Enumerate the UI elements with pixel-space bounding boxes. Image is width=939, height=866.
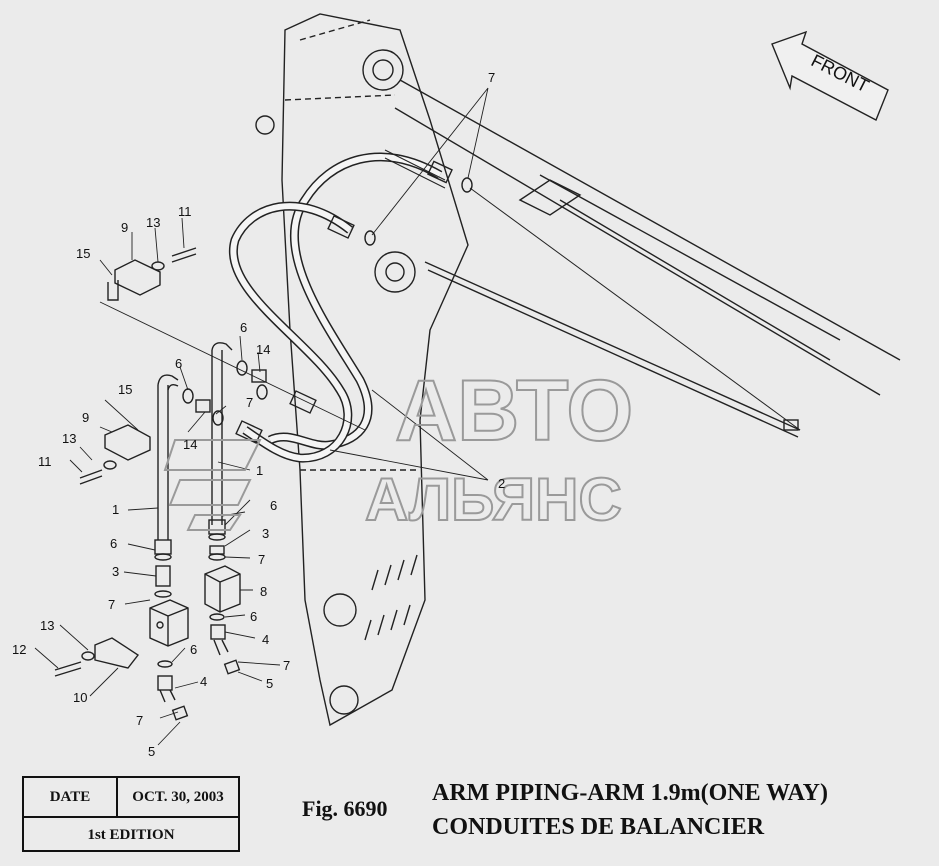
callout-13: 13 (146, 215, 160, 230)
date-value: OCT. 30, 2003 (132, 788, 224, 805)
front-arrow (771, 30, 889, 121)
arm-pivot-low (323, 593, 357, 627)
watermark-line1: АВТО (395, 363, 633, 459)
callout-5: 5 (266, 676, 273, 691)
block-3-left (149, 599, 189, 647)
arm-inner-line (284, 19, 418, 471)
watermark-logo (163, 439, 262, 531)
callout-7: 7 (246, 395, 253, 410)
callout-7: 7 (488, 70, 495, 85)
figure-number: Fig. 6690 (302, 796, 388, 821)
callout-4: 4 (262, 632, 269, 647)
callout-6: 6 (110, 536, 117, 551)
callout-1: 1 (112, 502, 119, 517)
callout-14: 14 (256, 342, 270, 357)
date-edition-box: DATE OCT. 30, 2003 1st EDITION (22, 776, 240, 852)
callout-8: 8 (260, 584, 267, 599)
callout-6: 6 (270, 498, 277, 513)
title-french: CONDUITES DE BALANCIER (432, 814, 765, 840)
arm-body (281, 13, 469, 727)
callout-9: 9 (82, 410, 89, 425)
date-row: DATE OCT. 30, 2003 (24, 778, 238, 818)
callout-7: 7 (283, 658, 290, 673)
callout-13: 13 (40, 618, 54, 633)
callout-15: 15 (76, 246, 90, 261)
arm-pivot-top (362, 49, 404, 91)
callout-6: 6 (250, 609, 257, 624)
callout-11: 11 (178, 204, 192, 219)
callout-6: 6 (190, 642, 197, 657)
callout-9: 9 (121, 220, 128, 235)
callout-1: 1 (256, 463, 263, 478)
callout-2: 2 (498, 476, 505, 491)
callout-3: 3 (112, 564, 119, 579)
clamp-10 (94, 637, 140, 669)
callout-4: 4 (200, 674, 207, 689)
callout-7: 7 (108, 597, 115, 612)
block-8 (204, 565, 241, 613)
clamp-9-top (114, 259, 161, 296)
pipe-left-2 (211, 350, 223, 525)
callout-13: 13 (62, 431, 76, 446)
callout-11: 11 (38, 454, 52, 469)
title-english: ARM PIPING-ARM 1.9m(ONE WAY) (432, 780, 828, 806)
callout-14: 14 (183, 437, 197, 452)
arm-pivot-mid (374, 251, 416, 293)
arm-pipe (424, 261, 801, 438)
callout-7: 7 (136, 713, 143, 728)
arm-ribs (364, 554, 418, 641)
callout-6: 6 (175, 356, 182, 371)
clamp-9-mid (104, 424, 151, 461)
callout-15: 15 (118, 382, 132, 397)
date-label: DATE (24, 778, 118, 816)
callout-6: 6 (240, 320, 247, 335)
callout-7: 7 (258, 552, 265, 567)
edition-label: 1st EDITION (87, 826, 175, 843)
boom-cylinder (394, 79, 901, 396)
callout-10: 10 (73, 690, 87, 705)
callout-3: 3 (262, 526, 269, 541)
callout-12: 12 (12, 642, 26, 657)
callout-5: 5 (148, 744, 155, 759)
watermark-line2: АЛЬЯНС (365, 466, 622, 533)
